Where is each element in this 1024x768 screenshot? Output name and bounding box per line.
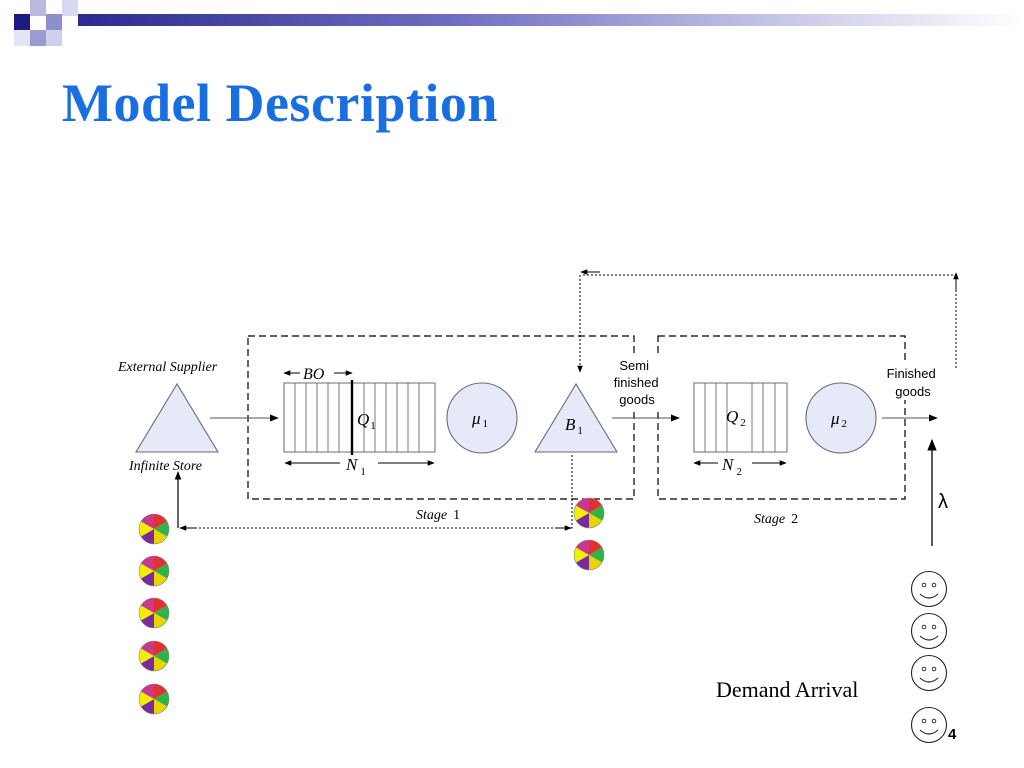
server1-circle (446, 382, 518, 454)
material-ball-icon (138, 555, 170, 587)
customer-smiley-icon (910, 706, 948, 744)
queue1 (283, 380, 436, 455)
external-supplier-label: External Supplier (117, 360, 218, 375)
material-ball-icon (138, 640, 170, 672)
bo-label: BO (303, 366, 325, 383)
semi-finished-label: Semi finished goods (614, 358, 662, 407)
slide-title: Model Description (62, 73, 498, 133)
queue2 (693, 382, 788, 453)
customer-smiley-icon (910, 654, 948, 692)
finished-goods-label: Finished goods (887, 366, 940, 399)
material-ball-icon (138, 513, 170, 545)
buffer-triangle (534, 382, 618, 453)
infinite-store-label: Infinite Store (128, 459, 202, 474)
semi-finished-ball-icon (573, 497, 605, 529)
customer-smiley-icon (910, 612, 948, 650)
page-number: 4 (948, 726, 957, 743)
header-gradient-bar (78, 14, 1024, 26)
q1-label: Q1 (357, 410, 376, 432)
demand-feedback-loop-top (583, 274, 957, 368)
material-ball-icon (138, 597, 170, 629)
semi-finished-ball-icon (573, 539, 605, 571)
replenishment-loop-bottom (181, 455, 573, 529)
demand-arrival-label: Demand Arrival (716, 677, 859, 702)
customer-smiley-icon (910, 570, 948, 608)
material-ball-icon (138, 683, 170, 715)
lambda-label: λ (938, 491, 948, 513)
server2-circle (805, 382, 877, 454)
supplier-triangle (135, 382, 219, 453)
